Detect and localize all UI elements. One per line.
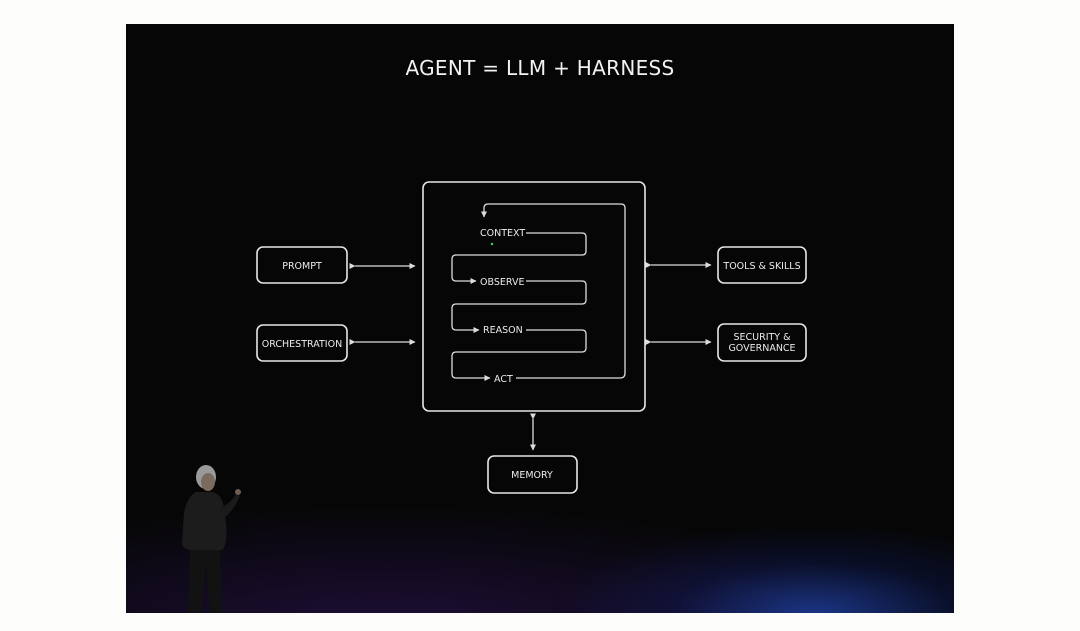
step-act: ACT <box>494 374 513 385</box>
loop-path <box>451 232 587 284</box>
agent-harness-diagram: CONTEXT OBSERVE REASON ACT PROMPT ORCHES… <box>256 181 807 494</box>
step-reason: REASON <box>483 325 523 336</box>
speaker-face <box>201 473 215 491</box>
orchestration-label: ORCHESTRATION <box>262 339 342 350</box>
prompt-label: PROMPT <box>282 261 322 272</box>
tools-box <box>717 246 807 284</box>
loop-return-path <box>481 203 626 379</box>
speaker-arm <box>220 494 240 518</box>
prompt-box <box>256 246 348 284</box>
step-observe: OBSERVE <box>480 277 524 288</box>
memory-box <box>487 455 578 494</box>
speaker-hand <box>235 489 241 495</box>
step-context: CONTEXT <box>480 228 525 239</box>
slide-title: AGENT = LLM + HARNESS <box>405 56 675 80</box>
presentation-screen: AGENT = LLM + HARNESS CONTEXT OBSERVE RE… <box>126 24 954 613</box>
orchestration-box <box>256 324 348 362</box>
speaker-jacket <box>182 492 227 550</box>
speaker-legs <box>188 550 222 613</box>
cursor-dot <box>490 242 494 246</box>
speaker-figure <box>182 465 241 613</box>
memory-label: MEMORY <box>511 470 553 481</box>
harness-box <box>422 181 646 412</box>
security-label-line2: GOVERNANCE <box>728 343 795 354</box>
tools-label: TOOLS & SKILLS <box>722 261 800 272</box>
security-label-line1: SECURITY & <box>733 332 791 343</box>
security-box <box>717 323 807 362</box>
